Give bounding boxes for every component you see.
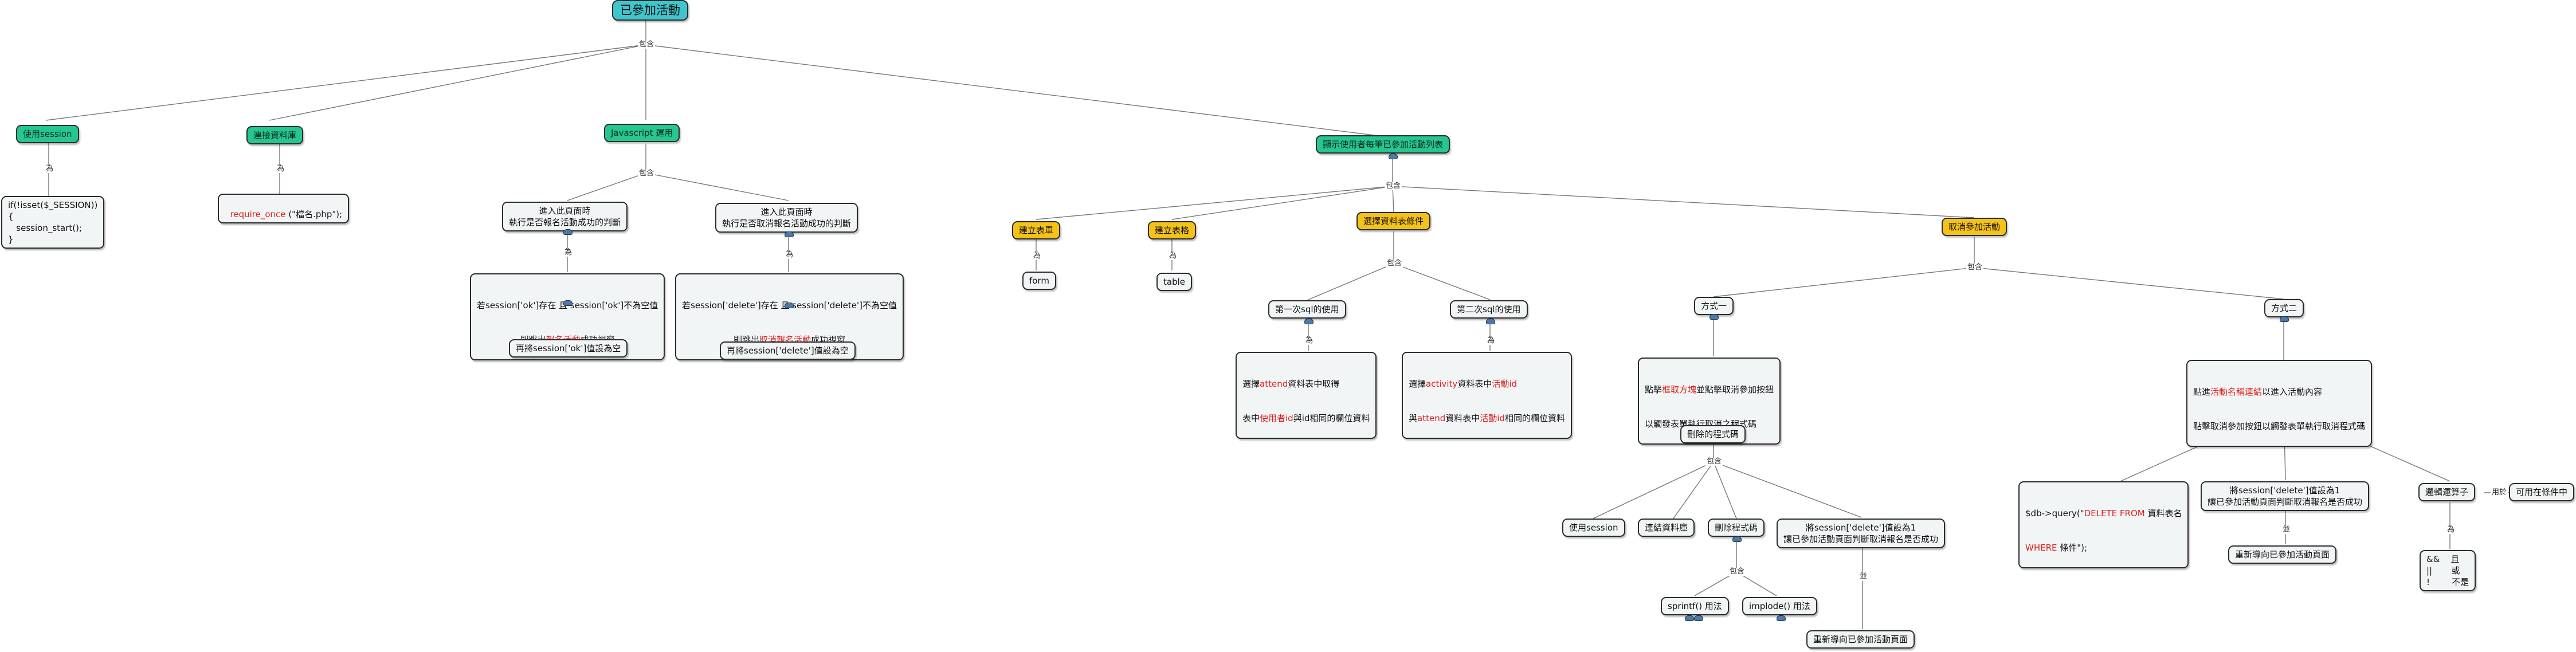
link-label-as: 為 xyxy=(276,164,286,173)
node-operators-list[interactable]: && 且 || 或 ! 不是 xyxy=(2420,550,2476,591)
node-javascript[interactable]: Javascript 運用 xyxy=(604,124,680,142)
node-cancel-activity[interactable]: 取消參加活動 xyxy=(1942,218,2008,236)
node-method-two[interactable]: 方式二 xyxy=(2264,299,2304,317)
sql2-line2: 與attend資料表中活動id相同的欄位資料 xyxy=(1409,413,1565,423)
collapse-toggle-icon[interactable] xyxy=(1732,536,1742,542)
root-node[interactable]: 已參加活動 xyxy=(612,0,688,21)
node-js-enter-delete[interactable]: 進入此頁面時 執行是否取消報名活動成功的判斷 xyxy=(715,203,858,233)
node-js-delete-reset[interactable]: 再將session['delete']值設為空 xyxy=(720,341,856,360)
node-implode[interactable]: implode() 用法 xyxy=(1742,597,1817,615)
collapse-toggle-icon[interactable] xyxy=(1777,615,1786,621)
node-sql-first-desc[interactable]: 選擇attend資料表中取得 表中使用者id與id相同的欄位資料 xyxy=(1236,352,1377,439)
collapse-toggle-icon[interactable] xyxy=(785,303,794,308)
node-delete-query[interactable]: $db->query("DELETE FROM 資料表名 WHERE 條件"); xyxy=(2018,481,2189,568)
node-redirect-one[interactable]: 重新導向已參加活動頁面 xyxy=(1806,630,1915,649)
node-sql-second-desc[interactable]: 選擇activity資料表中活動id 與attend資料表中活動id相同的欄位資… xyxy=(1402,352,1572,439)
collapse-toggle-icon[interactable] xyxy=(563,300,573,306)
link-label-as: 為 xyxy=(2446,525,2456,534)
collapse-toggle-icon[interactable] xyxy=(1389,154,1398,159)
node-usable-in-condition[interactable]: 可用在條件中 xyxy=(2509,483,2575,501)
m1-line1: 點擊框取方塊並點擊取消參加按鈕 xyxy=(1645,384,1774,395)
collapse-toggle-icon[interactable] xyxy=(2280,316,2289,322)
collapse-toggle-icon[interactable] xyxy=(1304,319,1314,324)
query-line1: $db->query("DELETE FROM 資料表名 xyxy=(2025,508,2182,519)
sql1-line1: 選擇attend資料表中取得 xyxy=(1242,379,1340,389)
node-method-two-set-session[interactable]: 將session['delete']值設為1 讓已參加活動頁面判斷取消報名是否成… xyxy=(2201,481,2370,511)
node-logic-operators[interactable]: 邏輯運算子 xyxy=(2418,483,2476,501)
node-table[interactable]: table xyxy=(1156,273,1192,291)
m2-line2: 點擊取消參加按鈕以觸發表單執行取消程式碼 xyxy=(2193,421,2366,431)
link-label-as: 為 xyxy=(563,248,574,257)
node-sql-second[interactable]: 第二次sql的使用 xyxy=(1450,300,1528,319)
node-sprintf[interactable]: sprintf() 用法 xyxy=(1661,597,1729,615)
node-select-condition[interactable]: 選擇資料表條件 xyxy=(1356,212,1431,230)
link-label-as: 為 xyxy=(1032,252,1042,260)
node-js-enter-ok[interactable]: 進入此頁面時 執行是否報名活動成功的判斷 xyxy=(502,202,628,231)
collapse-toggle-icon[interactable] xyxy=(1710,314,1719,320)
link-label-as: 為 xyxy=(45,164,55,173)
node-method-two-desc[interactable]: 點進活動名稱連結以進入活動內容 點擊取消參加按鈕以觸發表單執行取消程式碼 xyxy=(2186,360,2373,447)
node-delete-code[interactable]: 刪除的程式碼 xyxy=(1680,425,1746,443)
collapse-toggle-icon[interactable] xyxy=(563,229,573,235)
link-label-as: 為 xyxy=(785,250,795,259)
node-delete-set-session[interactable]: 將session['delete']值設為1 讓已參加活動頁面判斷取消報名是否成… xyxy=(1777,519,1946,548)
node-sql-first[interactable]: 第一次sql的使用 xyxy=(1268,300,1346,319)
node-show-list[interactable]: 顯示使用者每筆已參加活動列表 xyxy=(1316,135,1450,154)
collapse-toggle-icon[interactable] xyxy=(1685,615,1694,621)
node-delete-connect-db[interactable]: 連結資料庫 xyxy=(1638,519,1695,537)
sql1-line2: 表中使用者id與id相同的欄位資料 xyxy=(1242,413,1370,423)
link-label-so: 並 xyxy=(1859,572,1869,581)
m2-line1: 點進活動名稱連結以進入活動內容 xyxy=(2193,387,2323,397)
link-label-as: 為 xyxy=(1168,252,1178,260)
node-js-ok-reset[interactable]: 再將session['ok']值設為空 xyxy=(509,339,628,358)
collapse-toggle-icon[interactable] xyxy=(1694,615,1703,621)
link-label-contains: 包含 xyxy=(1966,263,1984,272)
node-connect-db[interactable]: 連接資料庫 xyxy=(246,126,304,144)
link-label-as: 為 xyxy=(1486,336,1496,345)
node-redirect-two[interactable]: 重新導向已參加活動頁面 xyxy=(2228,545,2337,564)
js-ok-line1: 若session['ok']存在 且 session['ok']不為空值 xyxy=(477,300,658,311)
node-delete-use-session[interactable]: 使用session xyxy=(1562,519,1625,537)
link-label-contains: 包含 xyxy=(638,169,656,178)
query-line2: WHERE 條件"); xyxy=(2025,543,2088,553)
require-args: ("檔名.php"); xyxy=(285,209,343,219)
link-label-as: 為 xyxy=(1304,336,1315,345)
link-label-contains: 包含 xyxy=(638,40,656,49)
node-session-code[interactable]: if(!isset($_SESSION)) { session_start();… xyxy=(1,196,105,249)
link-label-contains: 包含 xyxy=(1385,182,1402,190)
node-use-session[interactable]: 使用session xyxy=(16,125,79,143)
link-label-so: 並 xyxy=(2281,525,2292,534)
sql2-line1: 選擇activity資料表中活動id xyxy=(1409,379,1518,389)
node-require-once[interactable]: require_once ("檔名.php"); xyxy=(218,194,350,223)
node-build-table[interactable]: 建立表格 xyxy=(1148,221,1197,239)
node-method-one[interactable]: 方式一 xyxy=(1694,297,1734,315)
collapse-toggle-icon[interactable] xyxy=(785,231,794,237)
link-label-contains: 包含 xyxy=(1728,567,1746,576)
link-label-used-in: 用於 xyxy=(2491,488,2508,497)
node-delete-program[interactable]: 刪除程式碼 xyxy=(1708,519,1765,537)
link-label-contains: 包含 xyxy=(1705,457,1723,466)
node-form[interactable]: form xyxy=(1022,272,1056,290)
node-build-form[interactable]: 建立表單 xyxy=(1012,221,1061,239)
collapse-toggle-icon[interactable] xyxy=(1486,319,1495,324)
link-label-contains: 包含 xyxy=(1386,259,1403,268)
require-keyword: require_once xyxy=(230,209,286,219)
